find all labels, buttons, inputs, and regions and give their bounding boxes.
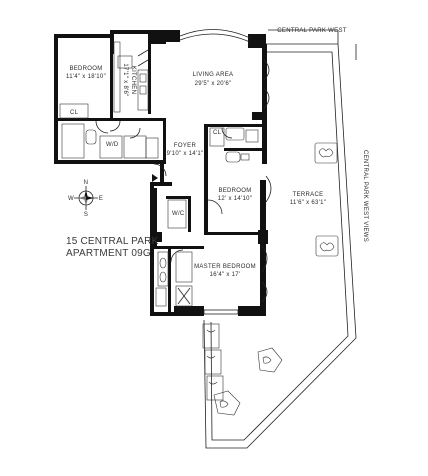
- doors: [95, 120, 233, 263]
- room-kitchen: KITCHEN 17'1" x 8'6": [122, 63, 136, 96]
- fixture-labels: CL CL W/C W/D: [70, 110, 222, 217]
- bay-windows: [179, 29, 272, 315]
- room-foyer-dims: 9'10" x 14'1": [167, 151, 204, 157]
- room-bedroom-mid-name: BEDROOM: [218, 188, 251, 194]
- address-line2: APARTMENT 09G: [66, 248, 151, 259]
- room-terrace-dims: 11'6" x 63'1": [290, 200, 326, 206]
- street-label-top: CENTRAL PARK WEST: [277, 28, 346, 34]
- closet-label-1: CL: [70, 110, 79, 116]
- compass-n: N: [84, 180, 89, 186]
- compass-e: E: [99, 196, 103, 202]
- room-terrace: TERRACE 11'6" x 63'1": [290, 192, 326, 206]
- room-living-name: LIVING AREA: [193, 72, 234, 78]
- room-bedroom-mid: BEDROOM 12' x 14'10": [218, 188, 252, 202]
- room-foyer: FOYER 9'10" x 14'1": [167, 143, 204, 157]
- wic-label: W/C: [172, 211, 185, 217]
- street-label-right-group: CENTRAL PARK WEST VIEWS: [362, 150, 368, 242]
- room-master-name: MASTER BEDROOM: [194, 264, 256, 270]
- wd-label: W/D: [106, 142, 119, 148]
- address-line1: 15 CENTRAL PARK: [66, 236, 159, 247]
- compass: N S E W: [68, 180, 103, 218]
- compass-w: W: [68, 196, 74, 202]
- room-master: MASTER BEDROOM 16'4" x 17': [194, 264, 256, 278]
- address-block: 15 CENTRAL PARK APARTMENT 09G: [66, 236, 159, 259]
- room-bedroom-left-dims: 11'4" x 18'10": [66, 74, 106, 80]
- terrace-outline: [203, 29, 357, 449]
- room-living-dims: 29'5" x 20'6": [195, 81, 232, 87]
- room-kitchen-dims: 17'1" x 8'6": [122, 63, 128, 96]
- room-living: LIVING AREA 29'5" x 20'6": [193, 72, 234, 87]
- room-master-dims: 16'4" x 17': [210, 272, 241, 278]
- fixtures-right: [155, 127, 259, 307]
- closet-label-2: CL: [213, 130, 222, 136]
- compass-s: S: [84, 212, 88, 218]
- room-kitchen-name: KITCHEN: [130, 66, 136, 94]
- interior-walls: [58, 44, 262, 312]
- room-bedroom-left: BEDROOM 11'4" x 18'10": [66, 66, 106, 80]
- street-label-right: CENTRAL PARK WEST VIEWS: [362, 150, 368, 242]
- room-bedroom-left-name: BEDROOM: [69, 66, 102, 72]
- room-bedroom-mid-dims: 12' x 14'10": [218, 196, 252, 202]
- fixtures-left: [59, 41, 159, 159]
- terrace-planters: [202, 142, 339, 416]
- room-foyer-name: FOYER: [174, 143, 197, 149]
- room-terrace-name: TERRACE: [293, 192, 324, 198]
- exterior-walls: [54, 30, 268, 316]
